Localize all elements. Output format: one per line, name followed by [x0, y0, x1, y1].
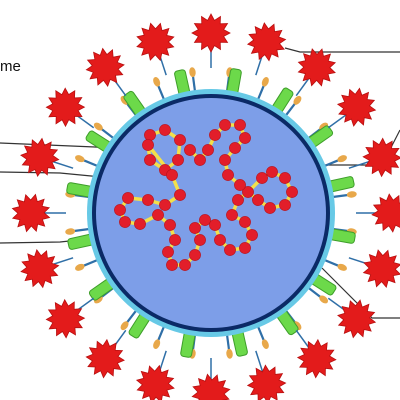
nucleotide: [189, 222, 201, 234]
nucleotide: [174, 134, 186, 146]
nucleotide: [239, 242, 251, 254]
stalk-bulb: [120, 321, 129, 331]
nucleotide: [242, 186, 254, 198]
nucleotide: [134, 218, 146, 230]
stalk-bulb: [65, 228, 76, 235]
spike-glycoprotein: [135, 364, 175, 400]
spike-glycoprotein: [20, 249, 60, 289]
leader-line-6: [321, 267, 400, 319]
nucleotide: [119, 216, 131, 228]
stalk-bulb: [153, 339, 161, 349]
nucleotide: [232, 194, 244, 206]
spike-glycoprotein: [85, 338, 125, 379]
nucleotide: [172, 154, 184, 166]
nucleotide: [199, 214, 211, 226]
stalk-bulb: [337, 155, 347, 163]
nucleotide: [219, 154, 231, 166]
nucleotide: [174, 189, 186, 201]
spike-glycoprotein: [337, 299, 377, 339]
nucleotide: [144, 154, 156, 166]
nucleotide: [152, 209, 164, 221]
nucleotide: [194, 234, 206, 246]
nucleotide: [239, 216, 251, 228]
nucleotide: [266, 166, 278, 178]
nucleotide: [226, 209, 238, 221]
leader-line-4: [284, 47, 400, 53]
nucleotide: [159, 124, 171, 136]
stalk-bulb: [226, 348, 233, 359]
nucleotide: [252, 194, 264, 206]
nucleotide: [279, 172, 291, 184]
nucleotide: [194, 154, 206, 166]
spike-glycoprotein: [362, 249, 400, 289]
stalk-bulb: [319, 295, 329, 304]
nucleotide: [162, 246, 174, 258]
spike-glycoproteins: [11, 13, 400, 400]
nucleotide: [224, 244, 236, 256]
nucleotide: [264, 202, 276, 214]
stalk-bulb: [293, 95, 302, 105]
stalk-bulb: [261, 77, 269, 87]
spike-glycoprotein: [246, 22, 287, 62]
nucleotide: [222, 169, 234, 181]
stalk-bulb: [93, 122, 103, 131]
nucleotide: [169, 234, 181, 246]
nucleotide: [219, 119, 231, 131]
nucleotide: [202, 144, 214, 156]
nucleotide: [166, 259, 178, 271]
rna-genome: [114, 119, 298, 271]
spike-glycoprotein: [11, 193, 51, 233]
nucleotide: [184, 144, 196, 156]
nucleotide: [279, 199, 291, 211]
genome-label: me: [0, 58, 21, 75]
spike-glycoprotein: [85, 47, 125, 88]
nucleotide: [234, 119, 246, 131]
nucleotide: [286, 186, 298, 198]
nucleotide: [159, 199, 171, 211]
stalk-bulb: [337, 263, 347, 271]
stalk-bulb: [153, 77, 161, 87]
stalk-bulb: [75, 263, 85, 271]
spike-glycoprotein: [362, 137, 400, 178]
spike-glycoprotein: [191, 13, 231, 53]
envelope-membrane: [92, 94, 330, 332]
stalk-bulb: [261, 339, 269, 349]
nucleotide: [166, 169, 178, 181]
spike-glycoprotein: [20, 137, 60, 178]
nucleotide: [142, 139, 154, 151]
nucleotide: [209, 219, 221, 231]
nucleotide: [164, 219, 176, 231]
nucleotide: [214, 234, 226, 246]
spike-glycoprotein: [246, 364, 287, 400]
stalk-bulb: [346, 191, 357, 198]
nucleotide: [179, 259, 191, 271]
spike-glycoprotein: [296, 338, 337, 379]
nucleotide: [114, 204, 126, 216]
nucleotide: [209, 129, 221, 141]
nucleotide: [256, 172, 268, 184]
nucleotide: [144, 129, 156, 141]
spike-glycoprotein: [136, 22, 175, 62]
spike-glycoprotein: [336, 87, 377, 127]
nucleotide: [142, 194, 154, 206]
nucleotide: [229, 142, 241, 154]
stalk-bulb: [75, 155, 85, 163]
nucleotide: [246, 229, 258, 241]
nucleotide: [189, 249, 201, 261]
stalk-bulb: [189, 67, 196, 78]
nucleotide: [234, 179, 246, 191]
spike-glycoprotein: [191, 373, 231, 400]
nucleotide: [122, 192, 134, 204]
nucleotide: [239, 132, 251, 144]
spike-glycoprotein: [45, 87, 86, 128]
spike-glycoprotein: [371, 193, 400, 233]
spike-glycoprotein: [45, 298, 86, 339]
spike-glycoprotein: [297, 48, 337, 87]
rna-strand: [118, 123, 294, 267]
